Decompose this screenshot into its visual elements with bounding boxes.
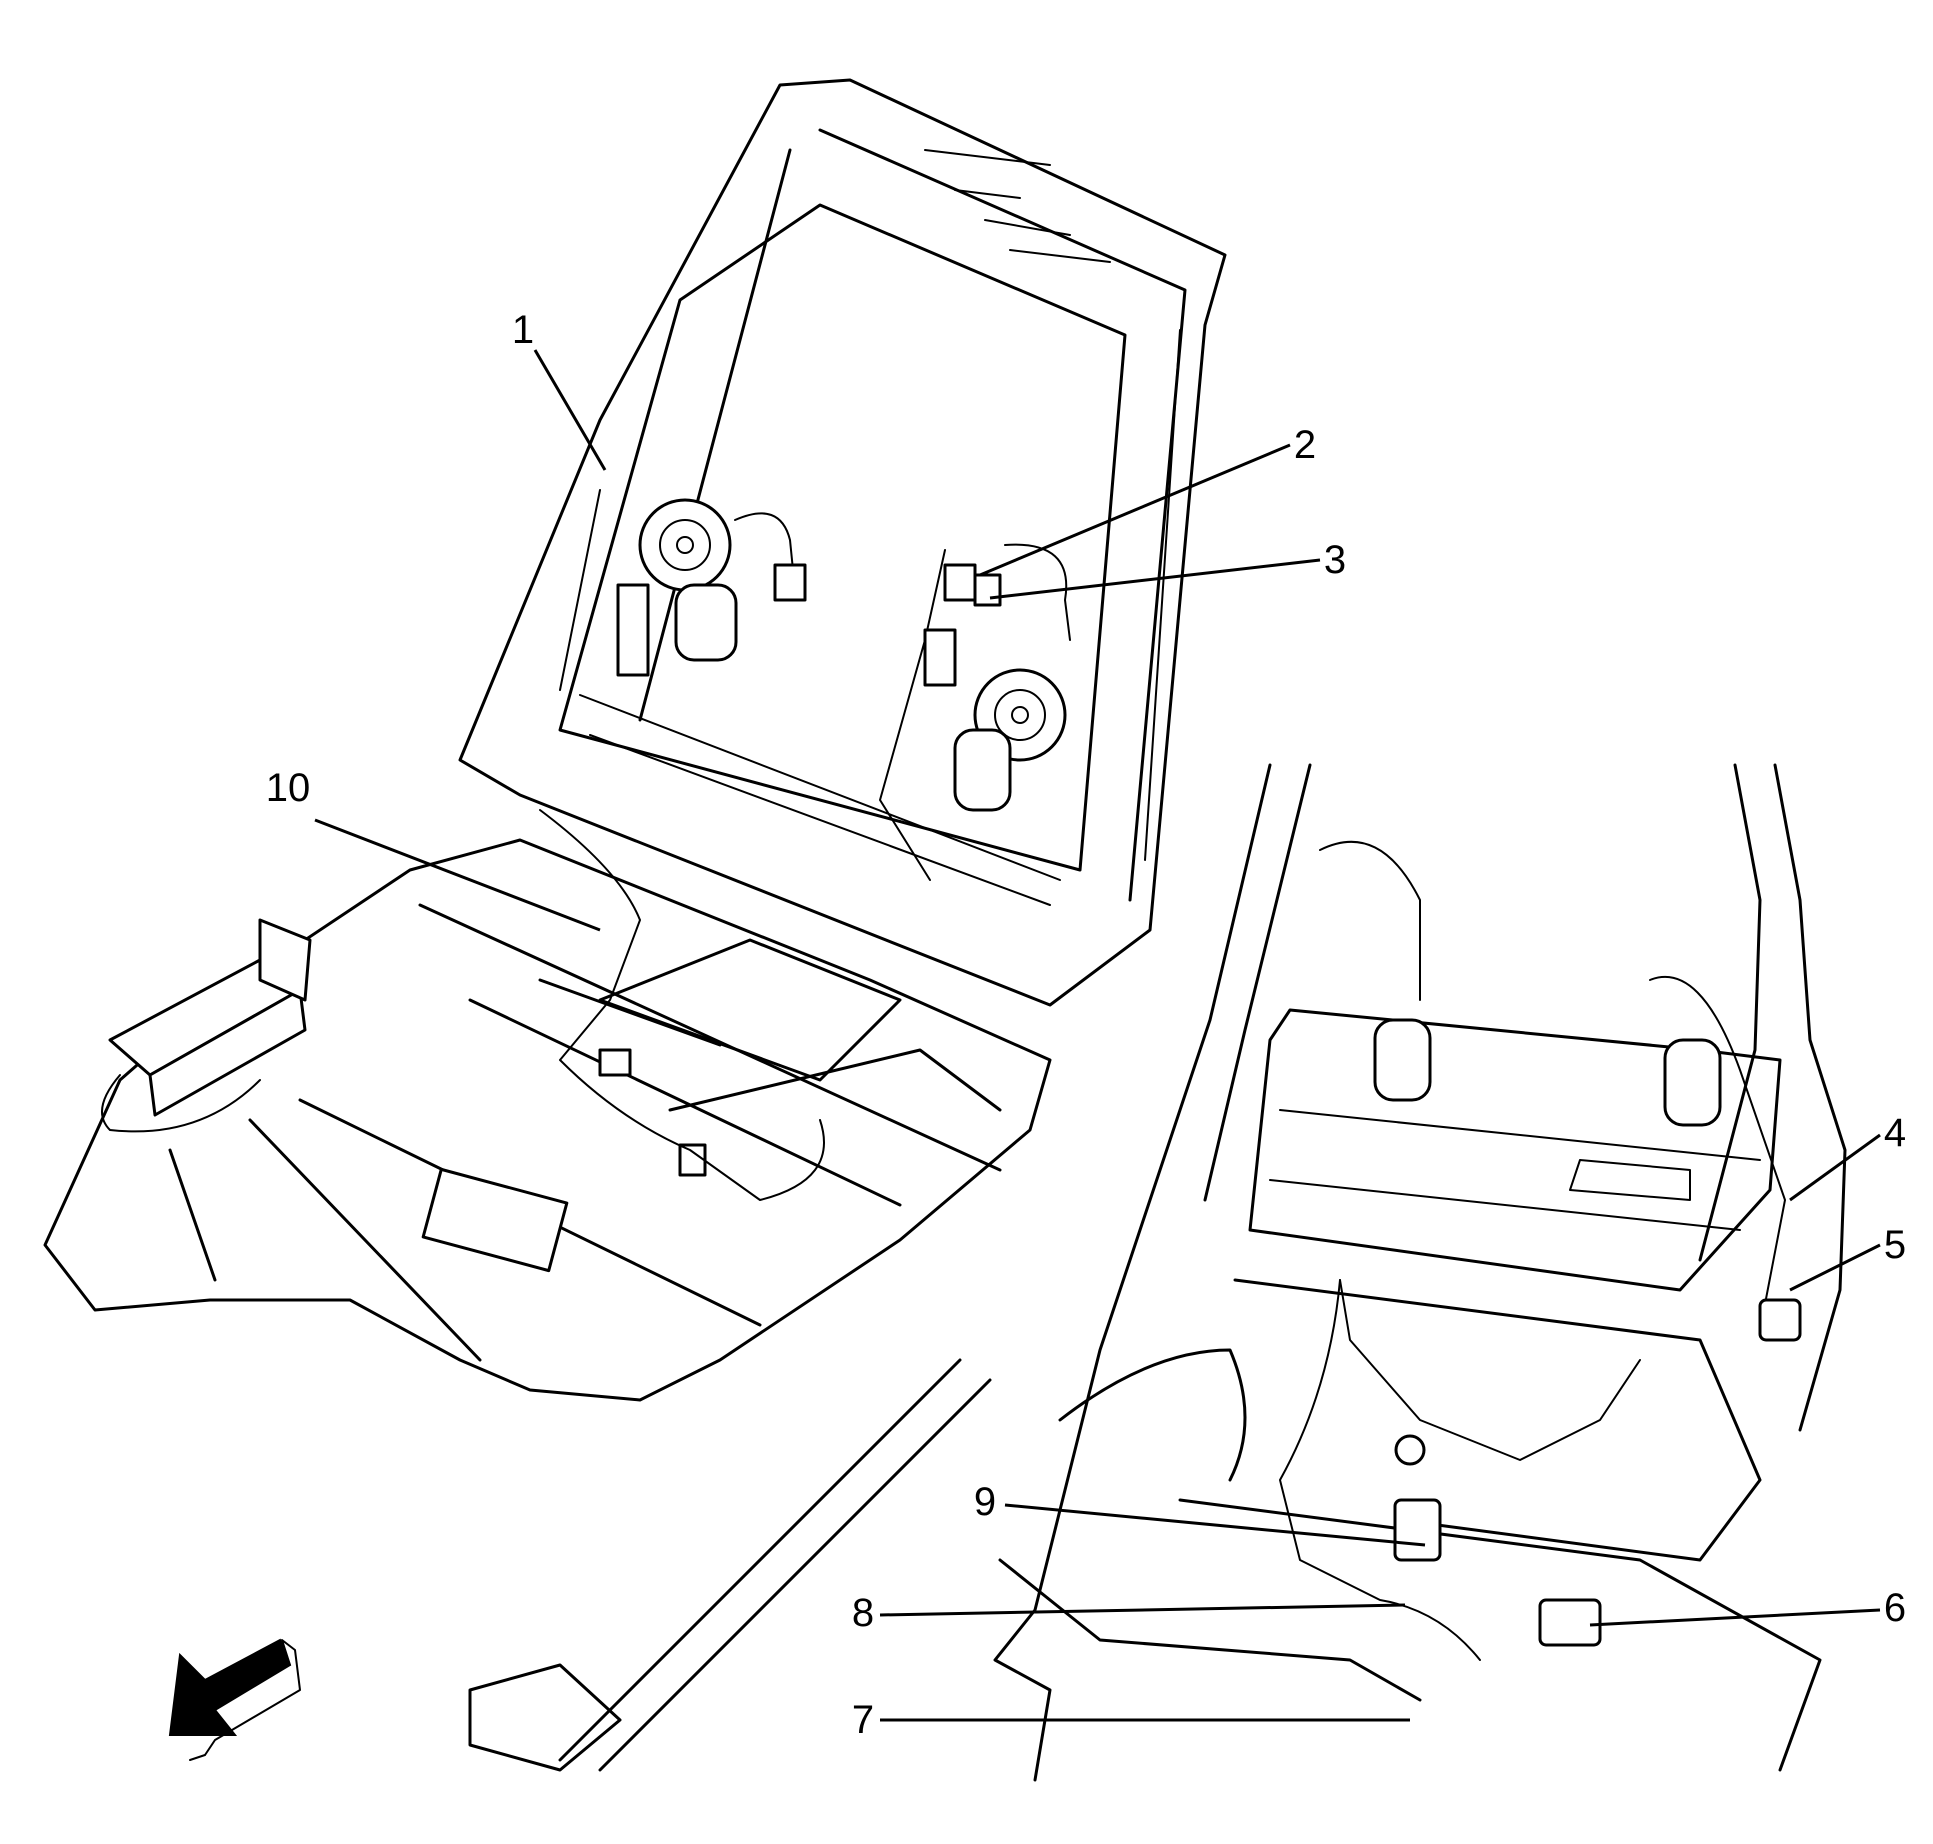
inset-view (993, 763, 1847, 1782)
lower-motor-assembly (879, 543, 1071, 881)
seat-harness-strand (539, 809, 825, 1201)
callout-6: 6 (1883, 1586, 1907, 1630)
seat-cushion-frame (43, 838, 1052, 1772)
callout-2: 2 (1293, 423, 1317, 467)
backrest-connectors (923, 563, 1002, 687)
seat-back-frame (458, 78, 1227, 1007)
callout-8: 8 (851, 1591, 875, 1635)
callout-3: 3 (1323, 538, 1347, 582)
callout-10: 10 (265, 766, 311, 810)
callout-5: 5 (1883, 1223, 1907, 1267)
callout-4: 4 (1883, 1111, 1907, 1155)
callout-1: 1 (511, 308, 535, 352)
upper-motor-assembly (616, 498, 807, 677)
forward-arrow-icon (168, 1638, 301, 1761)
callout-leader-lines (314, 349, 1881, 1722)
side-control-module (101, 918, 312, 1133)
callout-7: 7 (851, 1698, 875, 1742)
callout-9: 9 (973, 1480, 997, 1524)
